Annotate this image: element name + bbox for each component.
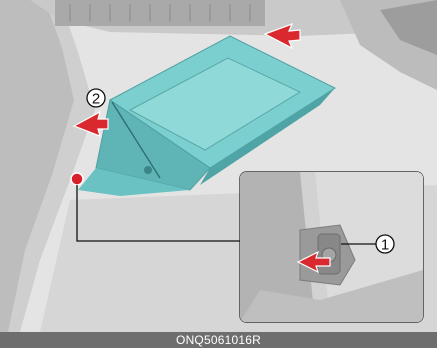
illustration: 2 1 bbox=[0, 0, 437, 332]
detail-inset: 1 bbox=[240, 172, 423, 322]
figure-caption: ONQ5061016R bbox=[0, 332, 437, 348]
vent-panel bbox=[55, 0, 265, 26]
callout-label-1: 1 bbox=[381, 237, 389, 254]
red-dot-marker bbox=[71, 173, 83, 185]
callout-label-2: 2 bbox=[92, 91, 100, 108]
